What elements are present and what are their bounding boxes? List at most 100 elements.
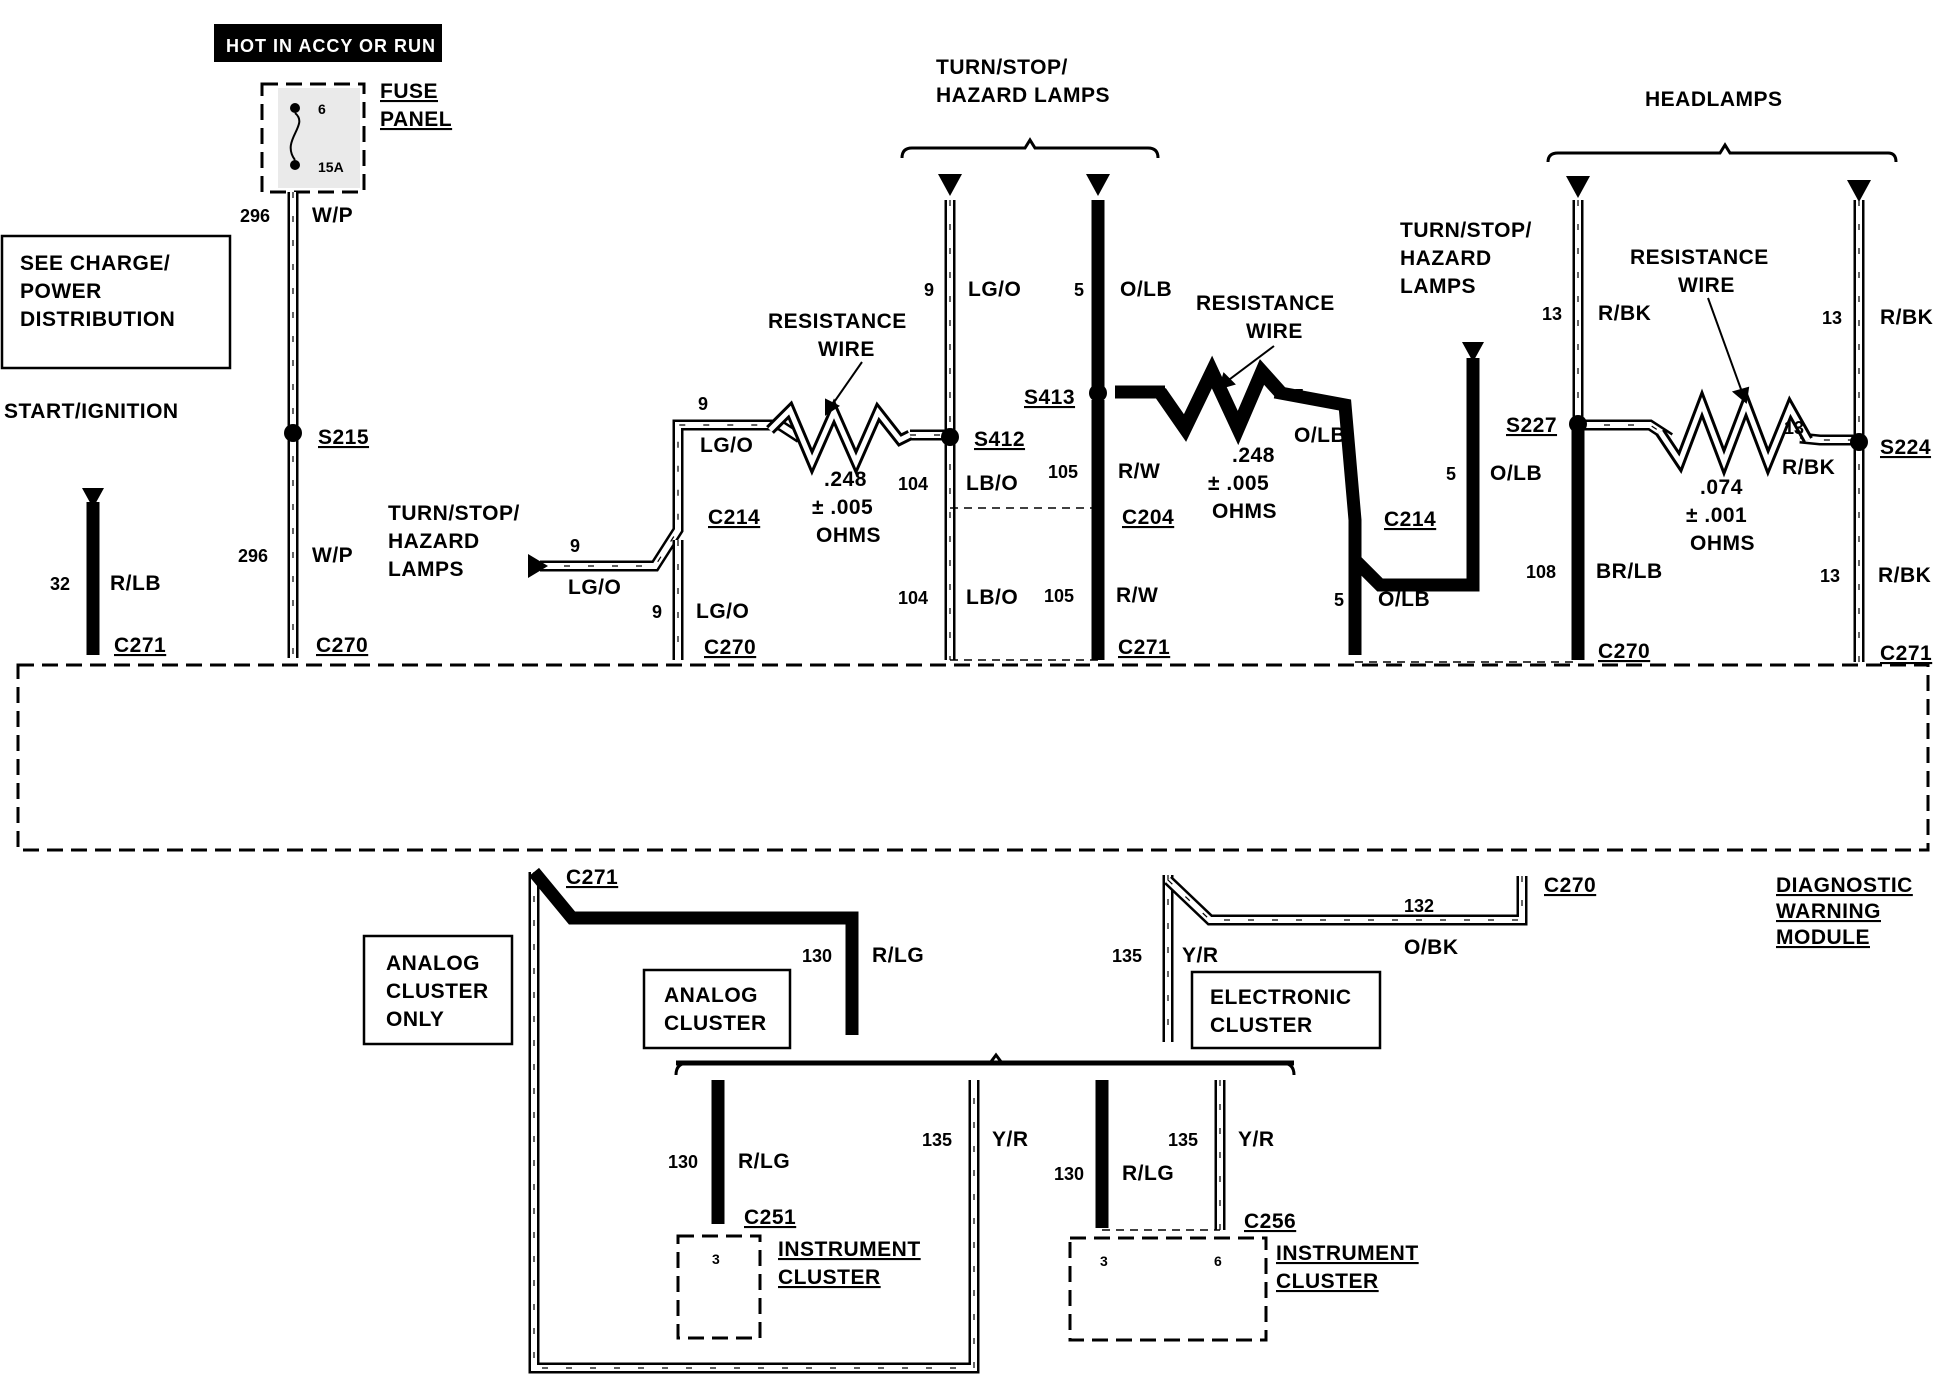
svg-text:.248: .248 bbox=[1232, 444, 1275, 467]
svg-text:C251: C251 bbox=[744, 1206, 796, 1229]
svg-text:RESISTANCE: RESISTANCE bbox=[1630, 246, 1769, 269]
svg-text:13: 13 bbox=[1822, 308, 1842, 328]
fuse-rating: 15A bbox=[318, 159, 344, 175]
white-wire-segment bbox=[533, 872, 975, 1369]
svg-text:132: 132 bbox=[1404, 896, 1434, 916]
svg-text:O/LB: O/LB bbox=[1120, 278, 1172, 301]
svg-text:C214: C214 bbox=[708, 506, 760, 529]
see-charge-line2: POWER bbox=[20, 280, 102, 303]
fuse-icon bbox=[289, 103, 301, 170]
svg-text:5: 5 bbox=[1294, 386, 1304, 406]
svg-text:C270: C270 bbox=[1544, 874, 1596, 897]
svg-text:C204: C204 bbox=[1122, 506, 1174, 529]
hot-in-accy-badge bbox=[214, 24, 442, 62]
resistance-wire-3-zigzag bbox=[1655, 388, 1813, 478]
svg-text:OHMS: OHMS bbox=[816, 524, 881, 547]
svg-text:LB/O: LB/O bbox=[966, 472, 1018, 495]
svg-text:104: 104 bbox=[898, 474, 928, 494]
analog-cluster-line2: CLUSTER bbox=[664, 1012, 767, 1035]
svg-text:Y/R: Y/R bbox=[1238, 1128, 1275, 1151]
instrument-cluster-2-outline bbox=[1068, 1236, 1268, 1342]
fuse-panel-label-1: FUSE bbox=[380, 80, 438, 103]
instrument-cluster-2-pin3: 3 bbox=[1100, 1253, 1108, 1269]
resistance-pointer-arrows bbox=[825, 297, 1750, 416]
svg-text:WIRE: WIRE bbox=[1678, 274, 1735, 297]
resistance-wire-label-2: RESISTANCE WIRE bbox=[1196, 292, 1334, 343]
svg-text:R/BK: R/BK bbox=[1878, 564, 1931, 587]
svg-text:C214: C214 bbox=[1384, 508, 1436, 531]
white-wires bbox=[287, 192, 1865, 1374]
start-ignition-label: START/IGNITION bbox=[4, 400, 179, 423]
svg-text:O/LB: O/LB bbox=[1378, 588, 1430, 611]
diagnostic-warning-module-label: DIAGNOSTIC WARNING MODULE bbox=[1776, 874, 1912, 949]
analog-cluster-line1: ANALOG bbox=[664, 984, 758, 1007]
svg-text:LG/O: LG/O bbox=[700, 434, 753, 457]
svg-text:130: 130 bbox=[668, 1152, 698, 1172]
svg-text:5: 5 bbox=[1334, 590, 1344, 610]
svg-text:9: 9 bbox=[924, 280, 934, 300]
turn-stop-hazard-left: TURN/STOP/ HAZARD LAMPS bbox=[388, 502, 520, 581]
svg-text:R/W: R/W bbox=[1118, 460, 1160, 483]
instrument-cluster-2-line2: CLUSTER bbox=[1276, 1270, 1379, 1293]
svg-text:.248: .248 bbox=[824, 468, 867, 491]
svg-text:.074: .074 bbox=[1700, 476, 1743, 499]
instrument-cluster-1-line2: CLUSTER bbox=[778, 1266, 881, 1289]
see-charge-line3: DISTRIBUTION bbox=[20, 308, 175, 331]
svg-text:Y/R: Y/R bbox=[992, 1128, 1029, 1151]
svg-text:C270: C270 bbox=[316, 634, 368, 657]
svg-text:C256: C256 bbox=[1244, 1210, 1296, 1233]
splice-s412-dot bbox=[941, 428, 959, 446]
resistor-3-value: .074 ± .001 OHMS bbox=[1686, 476, 1755, 555]
svg-text:O/BK: O/BK bbox=[1404, 936, 1459, 959]
svg-text:R/BK: R/BK bbox=[1880, 306, 1933, 329]
electronic-cluster-box bbox=[1190, 970, 1382, 1050]
connector-labels: C271 C270 C214 C270 C204 C271 C214 C270 … bbox=[114, 506, 1932, 1233]
svg-text:130: 130 bbox=[1054, 1164, 1084, 1184]
resistance-wire-label-3: RESISTANCE WIRE bbox=[1630, 246, 1769, 297]
svg-text:R/W: R/W bbox=[1116, 584, 1158, 607]
svg-text:± .005: ± .005 bbox=[812, 496, 873, 519]
svg-text:5: 5 bbox=[1074, 280, 1084, 300]
svg-text:TURN/STOP/: TURN/STOP/ bbox=[388, 502, 520, 525]
svg-text:135: 135 bbox=[922, 1130, 952, 1150]
svg-text:104: 104 bbox=[898, 588, 928, 608]
svg-text:R/BK: R/BK bbox=[1782, 456, 1835, 479]
svg-text:9: 9 bbox=[570, 536, 580, 556]
white-wire-segment bbox=[1165, 876, 1525, 923]
svg-text:LG/O: LG/O bbox=[568, 576, 621, 599]
svg-text:MODULE: MODULE bbox=[1776, 926, 1870, 949]
svg-text:13: 13 bbox=[1820, 566, 1840, 586]
svg-text:LAMPS: LAMPS bbox=[1400, 275, 1476, 298]
analog-only-line2: CLUSTER bbox=[386, 980, 489, 1003]
wire-arrowheads bbox=[82, 174, 1871, 578]
white-wire-segment bbox=[1167, 876, 1523, 921]
splice-s227-dot bbox=[1569, 415, 1587, 433]
svg-text:105: 105 bbox=[1048, 462, 1078, 482]
svg-text:296: 296 bbox=[238, 546, 268, 566]
splice-s215-label: S215 bbox=[318, 426, 369, 449]
svg-text:W/P: W/P bbox=[312, 544, 353, 567]
splice-s224-dot bbox=[1850, 433, 1868, 451]
headlamps-brace bbox=[1546, 142, 1898, 163]
svg-text:R/LB: R/LB bbox=[110, 572, 161, 595]
svg-text:O/LB: O/LB bbox=[1294, 424, 1346, 447]
svg-text:C270: C270 bbox=[1598, 640, 1650, 663]
instrument-cluster-1-pin: 3 bbox=[712, 1251, 720, 1267]
analog-only-line3: ONLY bbox=[386, 1008, 444, 1031]
resistance-wire-2-zigzag bbox=[1154, 355, 1286, 446]
resistance-wire-1-zigzag bbox=[766, 398, 913, 476]
svg-text:WARNING: WARNING bbox=[1776, 900, 1881, 923]
instrument-cluster-2-line1: INSTRUMENT bbox=[1276, 1242, 1419, 1265]
turn-stop-hazard-top: TURN/STOP/ HAZARD LAMPS bbox=[936, 56, 1110, 107]
svg-text:BR/LB: BR/LB bbox=[1596, 560, 1663, 583]
electronic-cluster-line1: ELECTRONIC bbox=[1210, 986, 1352, 1009]
analog-only-line1: ANALOG bbox=[386, 952, 480, 975]
svg-text:Y/R: Y/R bbox=[1182, 944, 1219, 967]
svg-text:± .001: ± .001 bbox=[1686, 504, 1747, 527]
svg-text:HAZARD: HAZARD bbox=[1400, 247, 1492, 270]
svg-text:LG/O: LG/O bbox=[968, 278, 1021, 301]
svg-text:HAZARD LAMPS: HAZARD LAMPS bbox=[936, 84, 1110, 107]
svg-text:R/BK: R/BK bbox=[1598, 302, 1651, 325]
white-wire-segment bbox=[1164, 876, 1528, 926]
